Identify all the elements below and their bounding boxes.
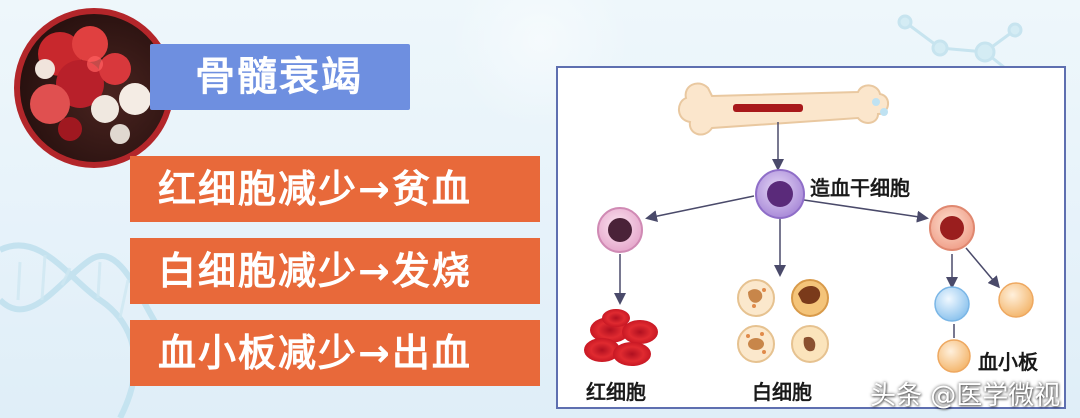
red-blood-cells-icon xyxy=(584,309,658,366)
bone-icon xyxy=(678,82,889,136)
platelet-icon xyxy=(937,339,971,373)
platelet-label: 血小板 xyxy=(978,350,1038,374)
effect-anemia: 红细胞减少→贫血 xyxy=(130,156,540,222)
watermark: 头条 @医学微视 xyxy=(870,381,1061,411)
white-cell-label: 白细胞 xyxy=(752,380,812,404)
red-progenitor-cell-icon xyxy=(597,207,643,253)
effect-bleeding: 血小板减少→出血 xyxy=(130,320,540,386)
stem-cell-label: 造血干细胞 xyxy=(810,176,910,200)
stem-cell-icon xyxy=(755,169,805,219)
effect-fever: 白细胞减少→发烧 xyxy=(130,238,540,304)
megakaryocyte-icon xyxy=(934,282,1034,322)
myeloid-progenitor-cell-icon xyxy=(929,205,975,251)
white-blood-cells-icon xyxy=(737,279,829,363)
title-banner xyxy=(150,44,410,110)
hematopoiesis-diagram: 造血干细胞 红细胞 白细胞 血小板 xyxy=(556,66,1066,409)
red-cell-label: 红细胞 xyxy=(586,380,646,404)
page-title: 骨髓衰竭 xyxy=(195,54,363,100)
blood-cells-image xyxy=(14,8,174,168)
